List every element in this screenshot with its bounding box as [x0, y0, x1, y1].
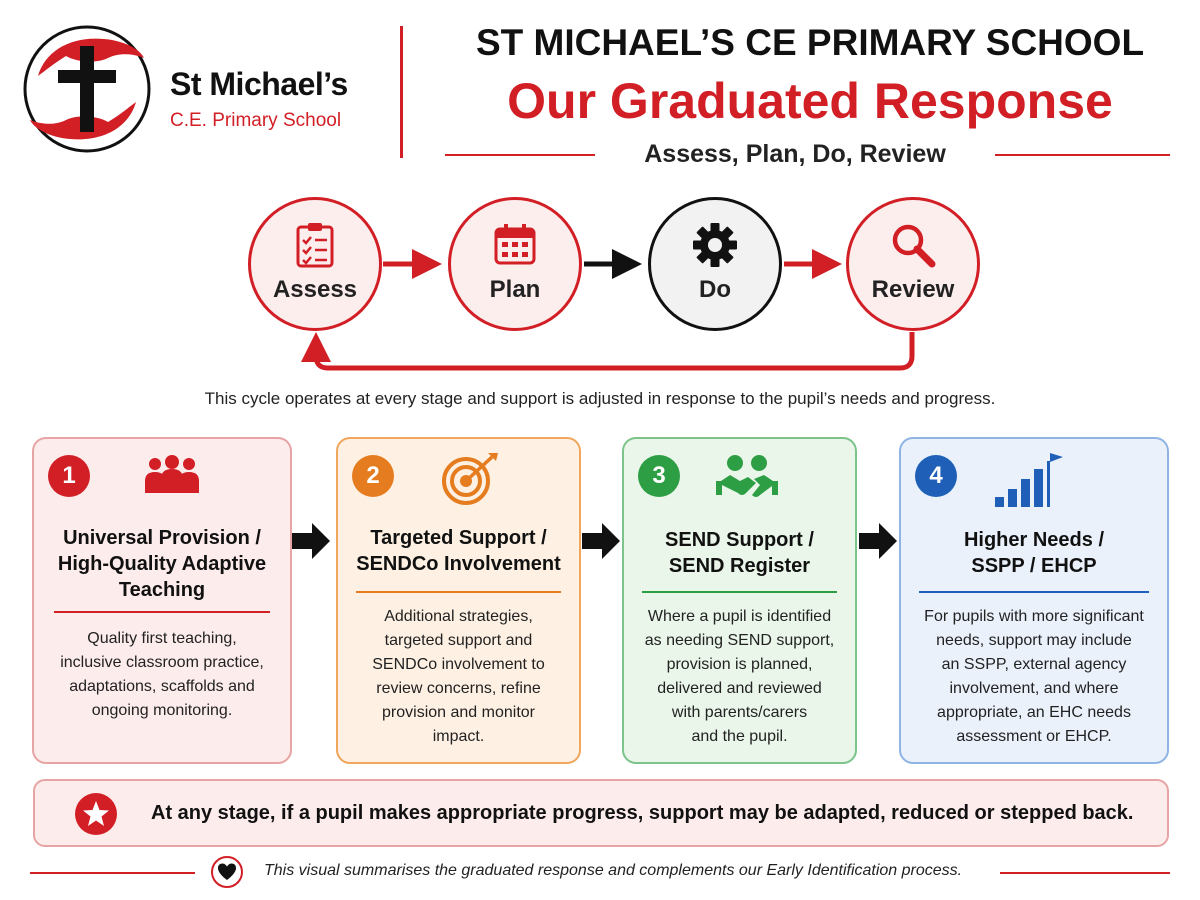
stage-description-line: assessment or EHCP. [956, 728, 1112, 745]
stage-description-line: SENDCo involvement to [372, 656, 545, 673]
header-divider [400, 26, 403, 158]
stage-description-line: For pupils with more significant [924, 608, 1144, 625]
stage-title: Targeted Support / SENDCo Involvement [348, 525, 569, 577]
stage-description: Additional strategies, targeted support … [352, 605, 565, 749]
stage-rule [356, 591, 561, 593]
stage-title-line: SENDCo Involvement [356, 553, 561, 575]
footer-note: This visual summarises the graduated res… [264, 862, 963, 879]
stage-number-badge: 1 [48, 455, 90, 497]
stage-rule [919, 591, 1149, 593]
cycle-step-label: Do [699, 276, 731, 303]
calendar-icon [451, 222, 579, 271]
school-logo [23, 25, 151, 153]
stage-arrow-3-4 [859, 523, 897, 559]
cycle-step-assess: Assess [248, 197, 382, 331]
cycle-step-label: Assess [272, 276, 358, 303]
cycle-step-label: Plan [489, 276, 541, 303]
stage-title-line: Higher Needs / [963, 529, 1105, 551]
stage-rule [54, 611, 270, 613]
stage-description: Quality first teaching, inclusive classr… [48, 627, 276, 723]
stage-title: SEND Support / SEND Register [634, 527, 845, 579]
bar-chart-flag-icon [991, 449, 1071, 516]
tagline-rule-left [445, 154, 595, 156]
magnifier-icon [849, 222, 977, 273]
stage-number-badge: 4 [915, 455, 957, 497]
cycle-note: This cycle operates at every stage and s… [204, 389, 996, 408]
brand-name: St Michael’s [170, 66, 348, 102]
stage-card-2: 2 Targeted Support / SENDCo Involvement … [336, 437, 581, 764]
cycle-step-review: Review [846, 197, 980, 331]
stage-description-line: with parents/carers [671, 704, 808, 721]
stage-title-line: High-Quality Adaptive [57, 553, 267, 575]
heart-icon [211, 856, 243, 888]
stage-description-line: review concerns, refine [376, 680, 541, 697]
stage-description-line: targeted support and [384, 632, 533, 649]
star-icon [75, 793, 117, 835]
clipboard-checklist-icon [251, 222, 379, 273]
stage-number-badge: 2 [352, 455, 394, 497]
tagline-rule-right [995, 154, 1170, 156]
stage-description-line: impact. [432, 728, 485, 745]
stage-description-line: delivered and reviewed [657, 680, 822, 697]
stage-description-line: an SSPP, external agency [941, 656, 1127, 673]
progress-callout: At any stage, if a pupil makes appropria… [33, 779, 1169, 847]
stage-title-line: Universal Provision / [63, 527, 261, 549]
stage-card-4: 4 Higher Needs / SSPP / EHCP For pupils … [899, 437, 1169, 764]
stage-description-line: and the pupil. [691, 728, 788, 745]
footer-rule-right [1000, 872, 1170, 874]
stage-description-line: Quality first teaching, [87, 630, 237, 647]
stage-title: Universal Provision / High-Quality Adapt… [44, 525, 280, 603]
arrow-review-to-assess [301, 332, 915, 371]
stage-card-1: 1 Universal Provision / High-Quality Ada… [32, 437, 292, 764]
stage-description-line: needs, support may include [936, 632, 1132, 649]
stage-description-line: adaptations, scaffolds and [69, 678, 255, 695]
gear-icon [651, 222, 779, 273]
stage-rule [642, 591, 837, 593]
stage-description: For pupils with more significant needs, … [915, 605, 1153, 749]
cycle-step-do: Do [648, 197, 782, 331]
stage-number-badge: 3 [638, 455, 680, 497]
stage-description-line: provision and monitor [382, 704, 535, 721]
page-title: Our Graduated Response [507, 73, 1113, 129]
stage-description: Where a pupil is identified as needing S… [638, 605, 841, 749]
stage-title: Higher Needs / SSPP / EHCP [911, 527, 1157, 579]
school-title: ST MICHAEL’S CE PRIMARY SCHOOL [475, 22, 1145, 63]
stage-arrow-2-3 [582, 523, 620, 559]
stage-description-line: involvement, and where [949, 680, 1119, 697]
stage-description-line: inclusive classroom practice, [60, 654, 264, 671]
stage-title-line: Teaching [118, 579, 206, 601]
stage-arrow-1-2 [292, 523, 330, 559]
stage-description-line: provision is planned, [666, 656, 813, 673]
stage-description-line: as needing SEND support, [644, 632, 835, 649]
logo-cross [80, 46, 94, 132]
footer-rule-left [30, 872, 195, 874]
callout-text: At any stage, if a pupil makes appropria… [151, 802, 1134, 824]
cycle-step-label: Review [871, 276, 955, 303]
tagline: Assess, Plan, Do, Review [644, 140, 946, 168]
handshake-icon [716, 453, 778, 510]
cycle-connectors [301, 249, 915, 371]
stage-title-line: Targeted Support / [370, 527, 547, 549]
stage-description-line: Where a pupil is identified [647, 608, 832, 625]
stage-description-line: ongoing monitoring. [91, 702, 233, 719]
stage-card-3: 3 SEND Support / SEND Register Where a p… [622, 437, 857, 764]
stage-title-line: SSPP / EHCP [971, 555, 1097, 577]
target-arrow-icon [440, 451, 502, 510]
stage-title-line: SEND Support / [665, 529, 814, 551]
cycle-step-plan: Plan [448, 197, 582, 331]
brand-subtitle: C.E. Primary School [170, 110, 342, 131]
stage-description-line: appropriate, an EHC needs [937, 704, 1131, 721]
stage-description-line: Additional strategies, [384, 608, 533, 625]
group-people-icon [142, 453, 202, 502]
stage-title-line: SEND Register [668, 555, 811, 577]
